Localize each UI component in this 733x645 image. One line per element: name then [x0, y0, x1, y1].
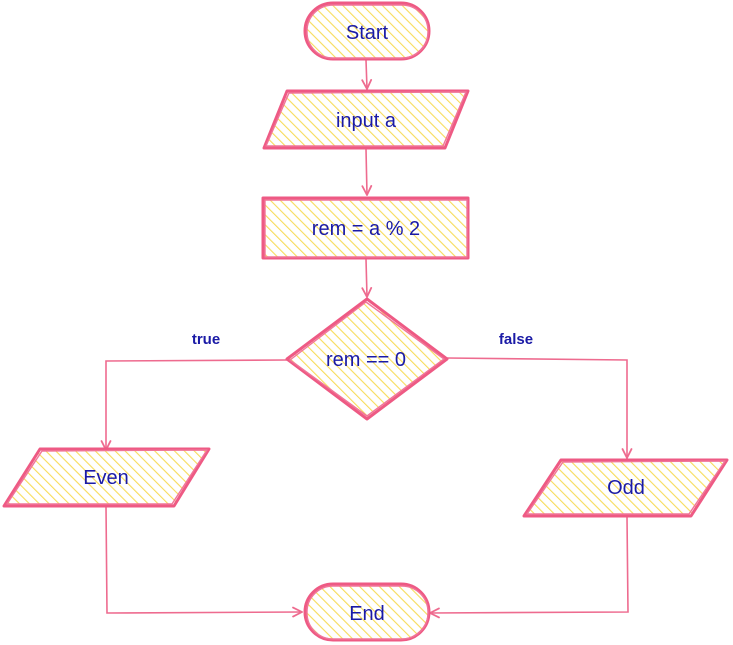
input-label: input a	[336, 110, 397, 132]
even-node[interactable]: Even	[2, 447, 211, 508]
process-node[interactable]: rem = a % 2	[261, 196, 470, 260]
even-label: Even	[83, 467, 129, 489]
decision-label: rem == 0	[326, 349, 406, 371]
odd-label: Odd	[607, 477, 645, 499]
input-node[interactable]: input a	[262, 89, 470, 150]
odd-node[interactable]: Odd	[522, 458, 729, 518]
end-label: End	[349, 603, 385, 625]
edge-odd-to-end	[429, 516, 629, 619]
edge-label-false: false	[499, 331, 533, 348]
start-node[interactable]: Start	[303, 1, 431, 61]
edges	[100, 59, 633, 619]
end-node[interactable]: End	[303, 582, 431, 642]
edge-input-to-process	[361, 148, 373, 196]
edge-start-to-input	[361, 59, 373, 90]
process-label: rem = a % 2	[312, 218, 420, 240]
start-label: Start	[346, 22, 389, 44]
edge-decision-to-odd	[446, 357, 633, 459]
edge-even-to-end	[105, 505, 303, 618]
edge-process-to-decision	[361, 258, 373, 298]
decision-node[interactable]: rem == 0	[285, 297, 449, 421]
edge-decision-to-even	[100, 359, 288, 451]
edge-label-true: true	[192, 331, 220, 348]
